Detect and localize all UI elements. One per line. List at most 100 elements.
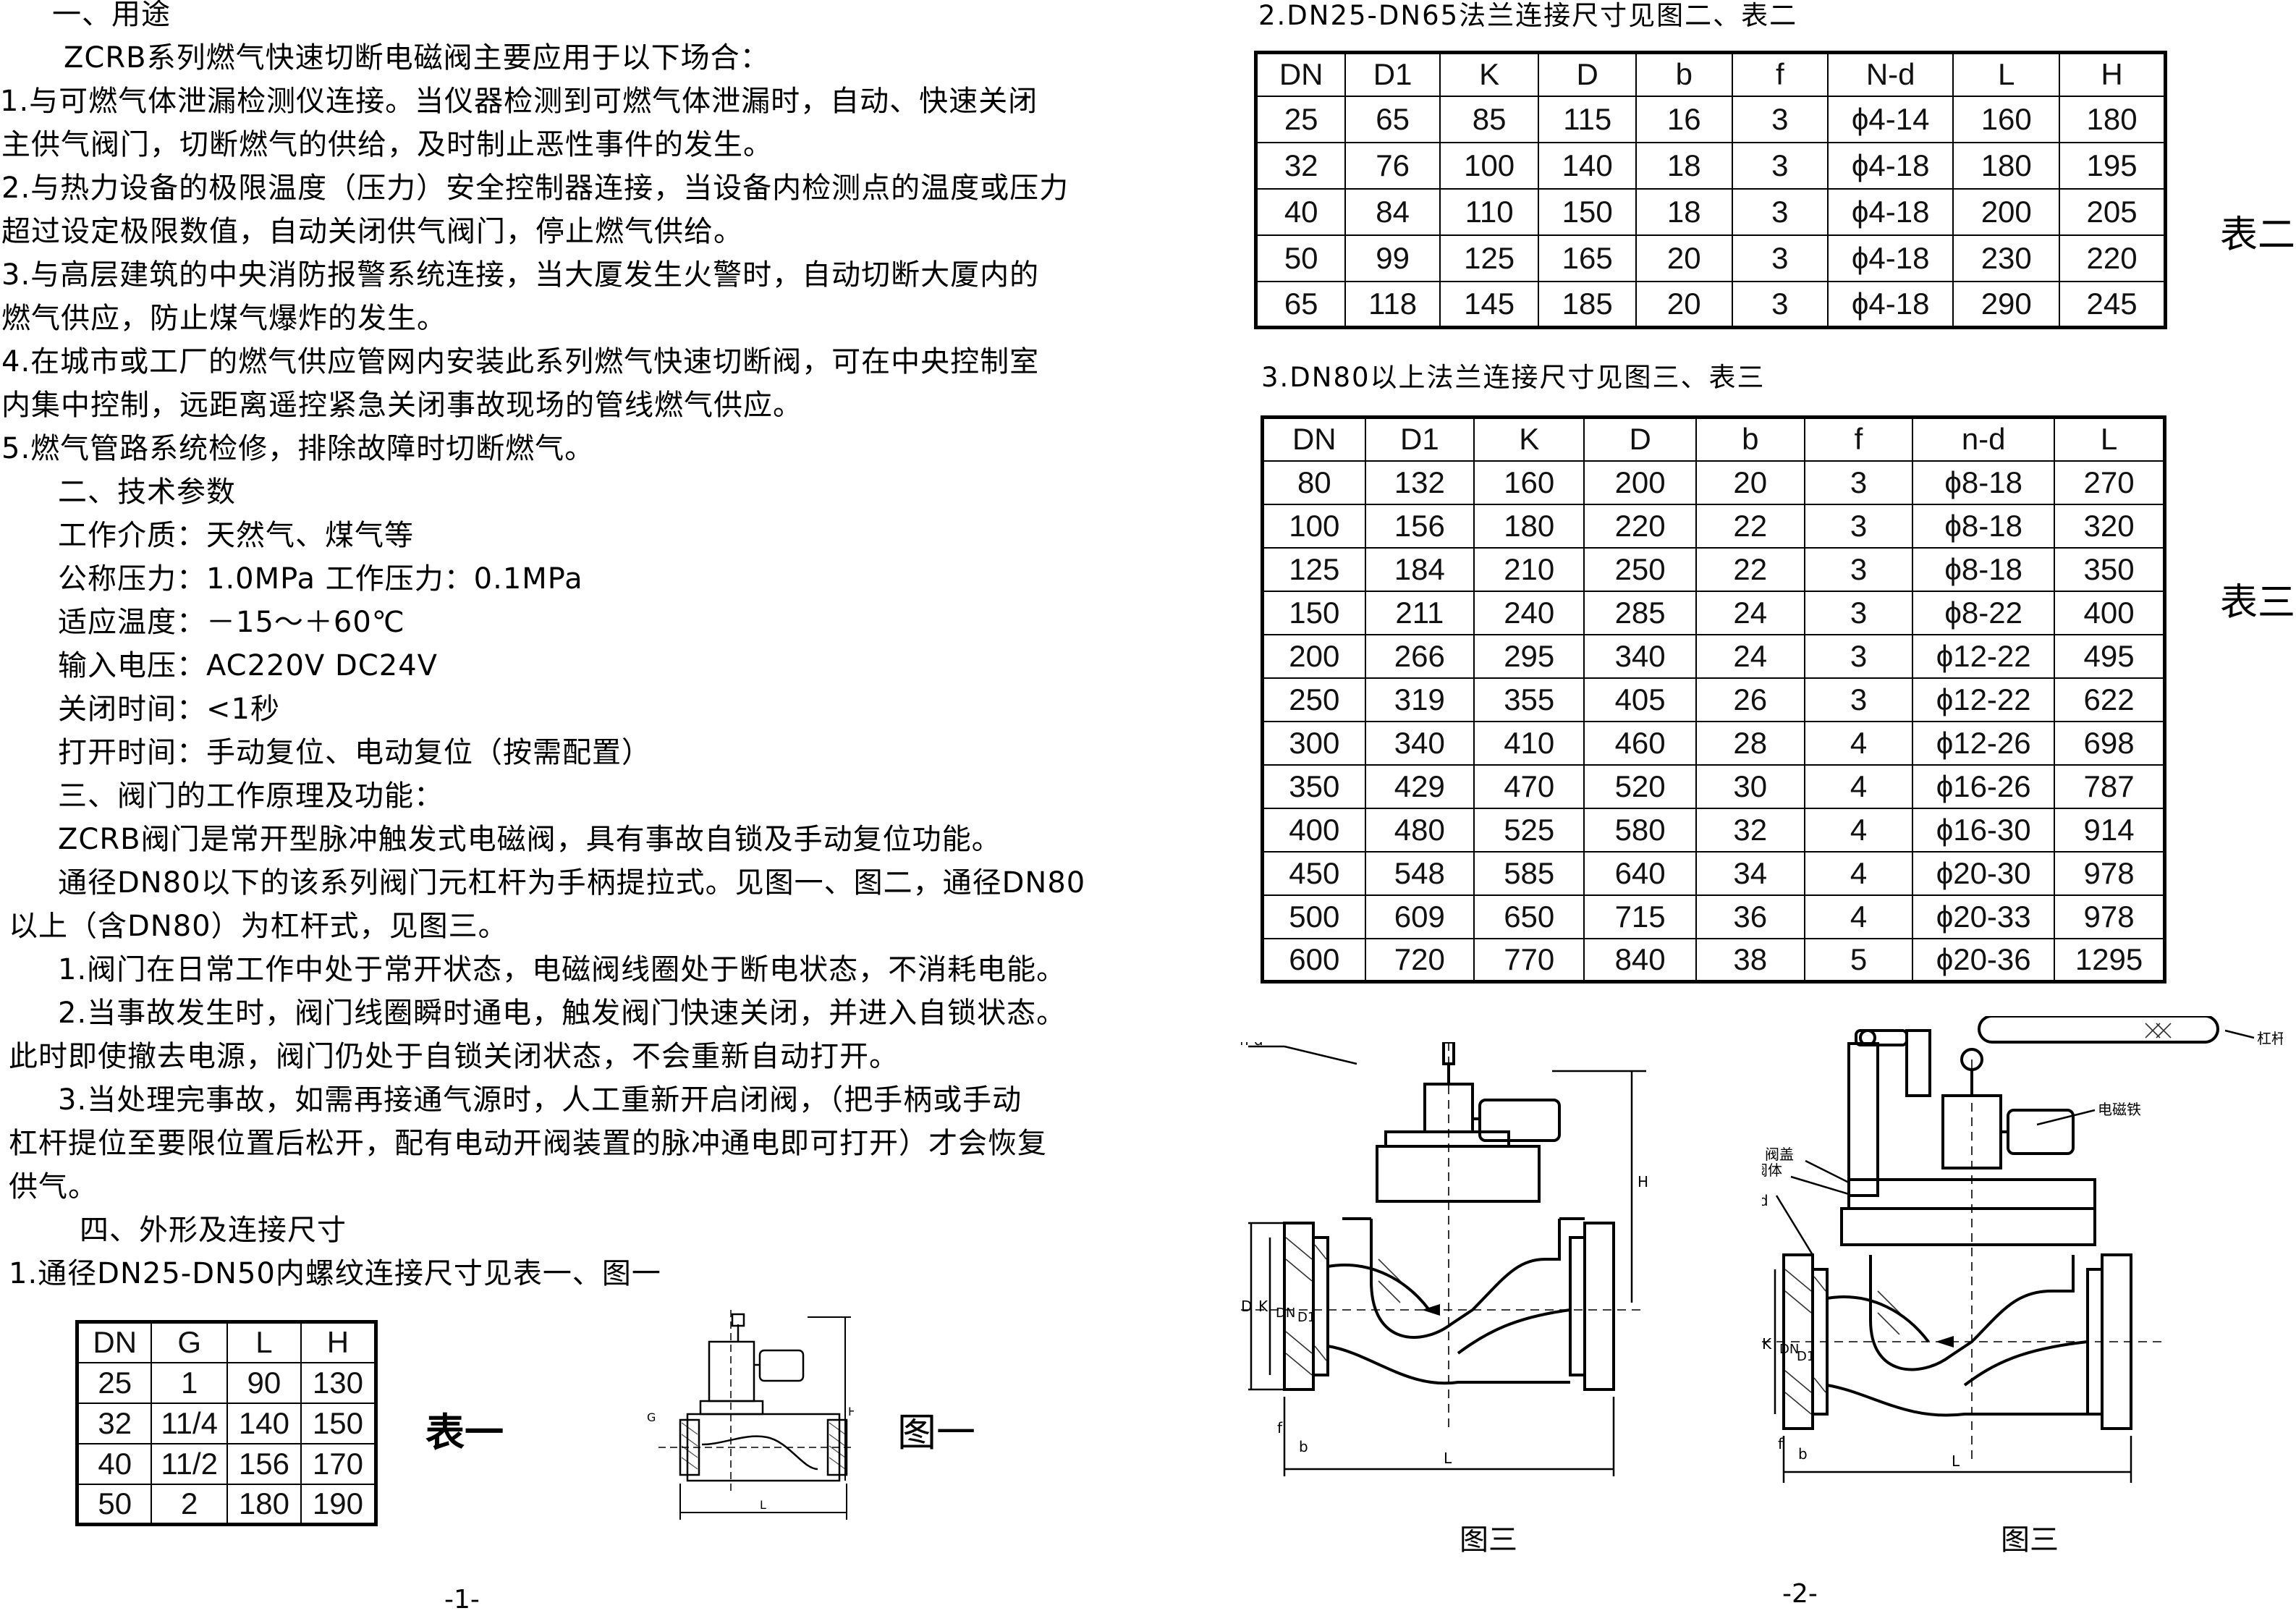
- table-cell: 470: [1473, 763, 1585, 809]
- table-cell: 90: [226, 1361, 302, 1404]
- text-line: 通径DN80以下的该系列阀门元杠杆为手柄提拉式。见图一、图二，通径DN80: [58, 866, 1086, 900]
- dn-mark: DN: [1779, 1342, 1799, 1357]
- table-1-label: 表一: [425, 1410, 504, 1455]
- table-cell: 2: [151, 1483, 228, 1526]
- table-cell: 698: [2054, 720, 2166, 766]
- table-cell: 140: [226, 1402, 302, 1444]
- table-cell: 65: [1255, 280, 1347, 329]
- b-mark: b: [1798, 1445, 1808, 1463]
- table-cell: 200: [1583, 460, 1697, 505]
- table-cell: 270: [2054, 460, 2166, 505]
- text-line: 5.燃气管路系统检修，排除故障时切断燃气。: [1, 432, 595, 465]
- table-cell: 110: [1439, 187, 1540, 236]
- figure-3-left-drawing: n-d D K DN D1 f b L H: [1241, 1042, 1648, 1476]
- table-cell: 295: [1473, 633, 1585, 679]
- table-cell: 205: [2059, 187, 2166, 236]
- table-cell: 28: [1695, 720, 1805, 766]
- table-header: L: [1952, 51, 2061, 97]
- b-mark: b: [1299, 1438, 1308, 1455]
- table-cell: 180: [2059, 95, 2166, 143]
- table-cell: 80: [1261, 460, 1366, 505]
- table-cell: 130: [300, 1361, 377, 1404]
- table-cell: 580: [1583, 807, 1697, 853]
- table-cell: 100: [1261, 503, 1366, 549]
- table-cell: 300: [1261, 720, 1366, 766]
- l-mark: L: [1444, 1450, 1452, 1467]
- table-header: H: [2059, 51, 2166, 97]
- table-cell: 100: [1439, 141, 1540, 190]
- page-2: 2.DN25-DN65法兰连接尺寸见图二、表二 DN D1 K D b f N-…: [1147, 0, 2296, 1616]
- table-cell: ϕ8-18: [1912, 503, 2056, 549]
- table-cell: 3: [1731, 95, 1829, 143]
- table-cell: 180: [226, 1483, 302, 1526]
- table-cell: 22: [1695, 503, 1805, 549]
- table-cell: 50: [76, 1483, 153, 1526]
- table-cell: 319: [1364, 677, 1475, 722]
- section-heading-usage: 一、用途: [52, 0, 171, 31]
- table-cell: ϕ16-26: [1912, 763, 2056, 809]
- table-row: 25 1 90 130: [76, 1361, 377, 1404]
- d-mark: D: [1241, 1298, 1252, 1315]
- page-number: -1-: [444, 1585, 480, 1615]
- table-cell: 25: [76, 1361, 153, 1404]
- table-cell: 350: [1261, 763, 1366, 809]
- table-cell: 460: [1583, 720, 1697, 766]
- table-cell: 720: [1364, 937, 1475, 983]
- text-line: 超过设定极限数值，自动关闭供气阀门，停止燃气供给。: [1, 215, 743, 248]
- h-mark: H: [1638, 1173, 1648, 1190]
- table-header: G: [151, 1321, 228, 1363]
- table-cell: 3: [1803, 590, 1914, 635]
- table-cell: ϕ4-14: [1827, 95, 1954, 143]
- table-cell: 520: [1583, 763, 1697, 809]
- table-header: DN: [1255, 51, 1347, 97]
- table-cell: ϕ8-22: [1912, 590, 2056, 635]
- figure-3-right-drawing: 电磁铁 杠杆 阀盖 阀体 n-d D K DN D1 f b L: [1762, 1016, 2283, 1483]
- table-cell: 99: [1344, 234, 1441, 282]
- page-number: -2-: [1782, 1579, 1818, 1609]
- table-cell: 24: [1695, 633, 1805, 679]
- figure-1-g-mark: G: [647, 1410, 656, 1424]
- table-cell: 32: [1695, 807, 1805, 853]
- table-cell: 978: [2054, 850, 2166, 896]
- table-cell: 4: [1803, 807, 1914, 853]
- figure-3-caption: 图三: [1460, 1523, 1517, 1557]
- table-row: 40 11/2 156 170: [76, 1442, 377, 1485]
- table-cell: 170: [300, 1442, 377, 1485]
- table-cell: ϕ12-22: [1912, 633, 2056, 679]
- table-cell: ϕ4-18: [1827, 187, 1954, 236]
- k-mark: K: [1258, 1298, 1268, 1315]
- table-cell: 770: [1473, 937, 1585, 983]
- section-heading-params: 二、技术参数: [58, 475, 236, 509]
- table-cell: 3: [1803, 546, 1914, 592]
- l-mark: L: [1952, 1452, 1960, 1470]
- table-cell: 156: [1364, 503, 1475, 549]
- table-cell: ϕ8-18: [1912, 546, 2056, 592]
- d1-mark: D1: [1297, 1310, 1316, 1325]
- table-header: N-d: [1827, 51, 1954, 97]
- table-header: L: [226, 1321, 302, 1363]
- table-cell: 165: [1538, 234, 1637, 282]
- table-cell: ϕ4-18: [1827, 141, 1954, 190]
- table-cell: 429: [1364, 763, 1475, 809]
- table-cell: 3: [1803, 677, 1914, 722]
- section-heading-principle: 三、阀门的工作原理及功能：: [58, 779, 444, 813]
- table-cell: 220: [1583, 503, 1697, 549]
- table-cell: 18: [1635, 141, 1733, 190]
- table-cell: 36: [1695, 894, 1805, 939]
- table-cell: 1: [151, 1361, 228, 1404]
- table-cell: 16: [1635, 95, 1733, 143]
- table-cell: 609: [1364, 894, 1475, 939]
- text-line: 2.与热力设备的极限温度（压力）安全控制器连接，当设备内检测点的温度或压力: [1, 172, 1069, 205]
- table-cell: 355: [1473, 677, 1585, 722]
- table-cell: 132: [1364, 460, 1475, 505]
- table-cell: 50: [1255, 234, 1347, 282]
- table-cell: 290: [1952, 280, 2061, 329]
- figure-1-l-mark: L: [760, 1498, 766, 1512]
